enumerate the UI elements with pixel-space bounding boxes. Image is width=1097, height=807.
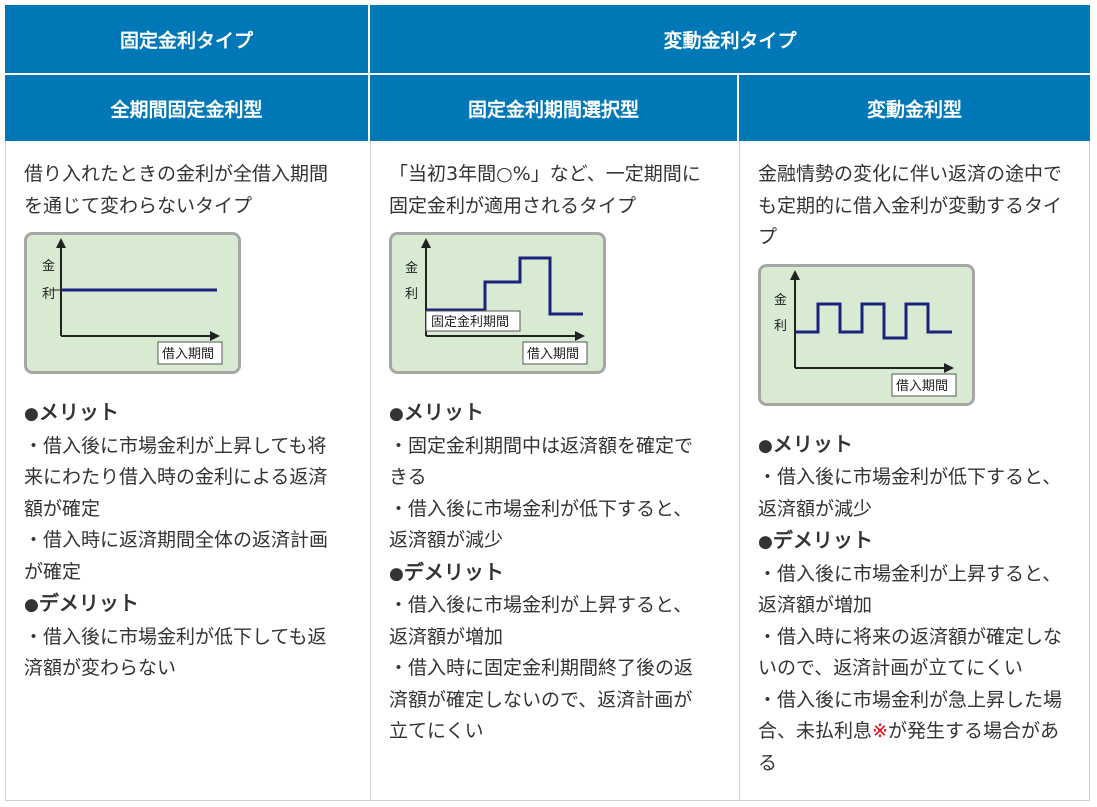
y-label-kin: 金 — [42, 258, 55, 274]
merit-title: ●メリット — [24, 400, 119, 424]
header-variable-group-label: 変動金利タイプ — [663, 29, 797, 52]
x-label: 借入期間 — [162, 347, 214, 362]
y-label-kin: 金 — [405, 260, 418, 276]
merit-item: ・借入後に市場金利が低下すると、返済額が減少 — [389, 497, 693, 552]
column-full-fixed: 借り入れたときの金利が全借入期間を通じて変わらないタイプ 金 利 借入期間 ●メ… — [5, 141, 370, 801]
rate-chart-step: 金 利 固定金利期間 借入期間 — [389, 232, 739, 375]
demerit-title: ●デメリット — [389, 559, 504, 584]
header-fixed-group-label: 固定金利タイプ — [119, 29, 253, 52]
column-variable: 金融情勢の変化に伴い返済の途中でも定期的に借入金利が変動するタイプ 金 利 借入… — [739, 141, 1090, 801]
merit-item: ・借入後に市場金利が低下すると、返済額が減少 — [758, 466, 1062, 520]
header-fixed-group: 固定金利タイプ — [5, 5, 368, 73]
y-label-ri: 利 — [42, 287, 55, 302]
header-col-fixed-period: 固定金利期間選択型 — [370, 75, 737, 141]
demerit-title: ●デメリット — [758, 528, 873, 552]
note-mark: ※ — [872, 720, 888, 742]
column-fixed-period: 「当初3年間○%」など、一定期間に固定金利が適用されるタイプ 金 利 固定金利期… — [370, 141, 739, 801]
demerit-item: ・借入時に固定金利期間終了後の返済額が確定しないので、返済計画が立てにくい — [389, 657, 694, 742]
header-col-variable: 変動金利型 — [739, 75, 1090, 141]
merit-item: ・借入時に返済期間全体の返済計画が確定 — [24, 529, 329, 583]
rate-chart-periodic: 金 利 借入期間 — [758, 263, 1089, 407]
description: 金融情勢の変化に伴い返済の途中でも定期的に借入金利が変動するタイプ — [758, 163, 1063, 248]
rate-chart-flat: 金 利 借入期間 — [24, 232, 370, 375]
y-label-ri: 利 — [774, 319, 787, 334]
x-label: 借入期間 — [896, 379, 948, 394]
y-label-ri: 利 — [405, 287, 418, 302]
demerit-item: ・借入時に将来の返済額が確定しないので、返済計画が立てにくい — [758, 625, 1063, 680]
y-label-kin: 金 — [774, 292, 787, 308]
demerit-item-unpaid-interest: ・借入後に市場金利が急上昇した場合、未払利息※が発生する場合がある — [758, 688, 1063, 774]
demerit-item: ・借入後に市場金利が上昇すると、返済額が増加 — [389, 594, 693, 648]
header-col3-label: 変動金利型 — [866, 98, 962, 121]
header-variable-group: 変動金利タイプ — [370, 5, 1090, 73]
period-label: 固定金利期間 — [431, 314, 509, 330]
header-col-full-fixed: 全期間固定金利型 — [5, 75, 368, 141]
description: 「当初3年間○%」など、一定期間に固定金利が適用されるタイプ — [389, 163, 701, 217]
demerit-item: ・借入後に市場金利が低下しても返済額が変わらない — [24, 625, 327, 680]
header-col2-label: 固定金利期間選択型 — [467, 98, 639, 121]
merit-item: ・借入後に市場金利が上昇しても将来にわたり借入時の金利による返済額が確定 — [24, 434, 328, 520]
rate-line — [795, 302, 952, 339]
demerit-title: ●デメリット — [24, 591, 139, 615]
x-label: 借入期間 — [527, 347, 579, 362]
demerit-item: ・借入後に市場金利が上昇すると、返済額が増加 — [758, 562, 1062, 617]
merit-title: ●メリット — [389, 400, 484, 424]
merit-item: ・固定金利期間中は返済額を確定できる — [389, 434, 694, 489]
rate-line — [426, 256, 583, 316]
merit-title: ●メリット — [758, 431, 853, 456]
header-col1-label: 全期間固定金利型 — [110, 98, 263, 121]
description: 借り入れたときの金利が全借入期間を通じて変わらないタイプ — [24, 163, 329, 217]
